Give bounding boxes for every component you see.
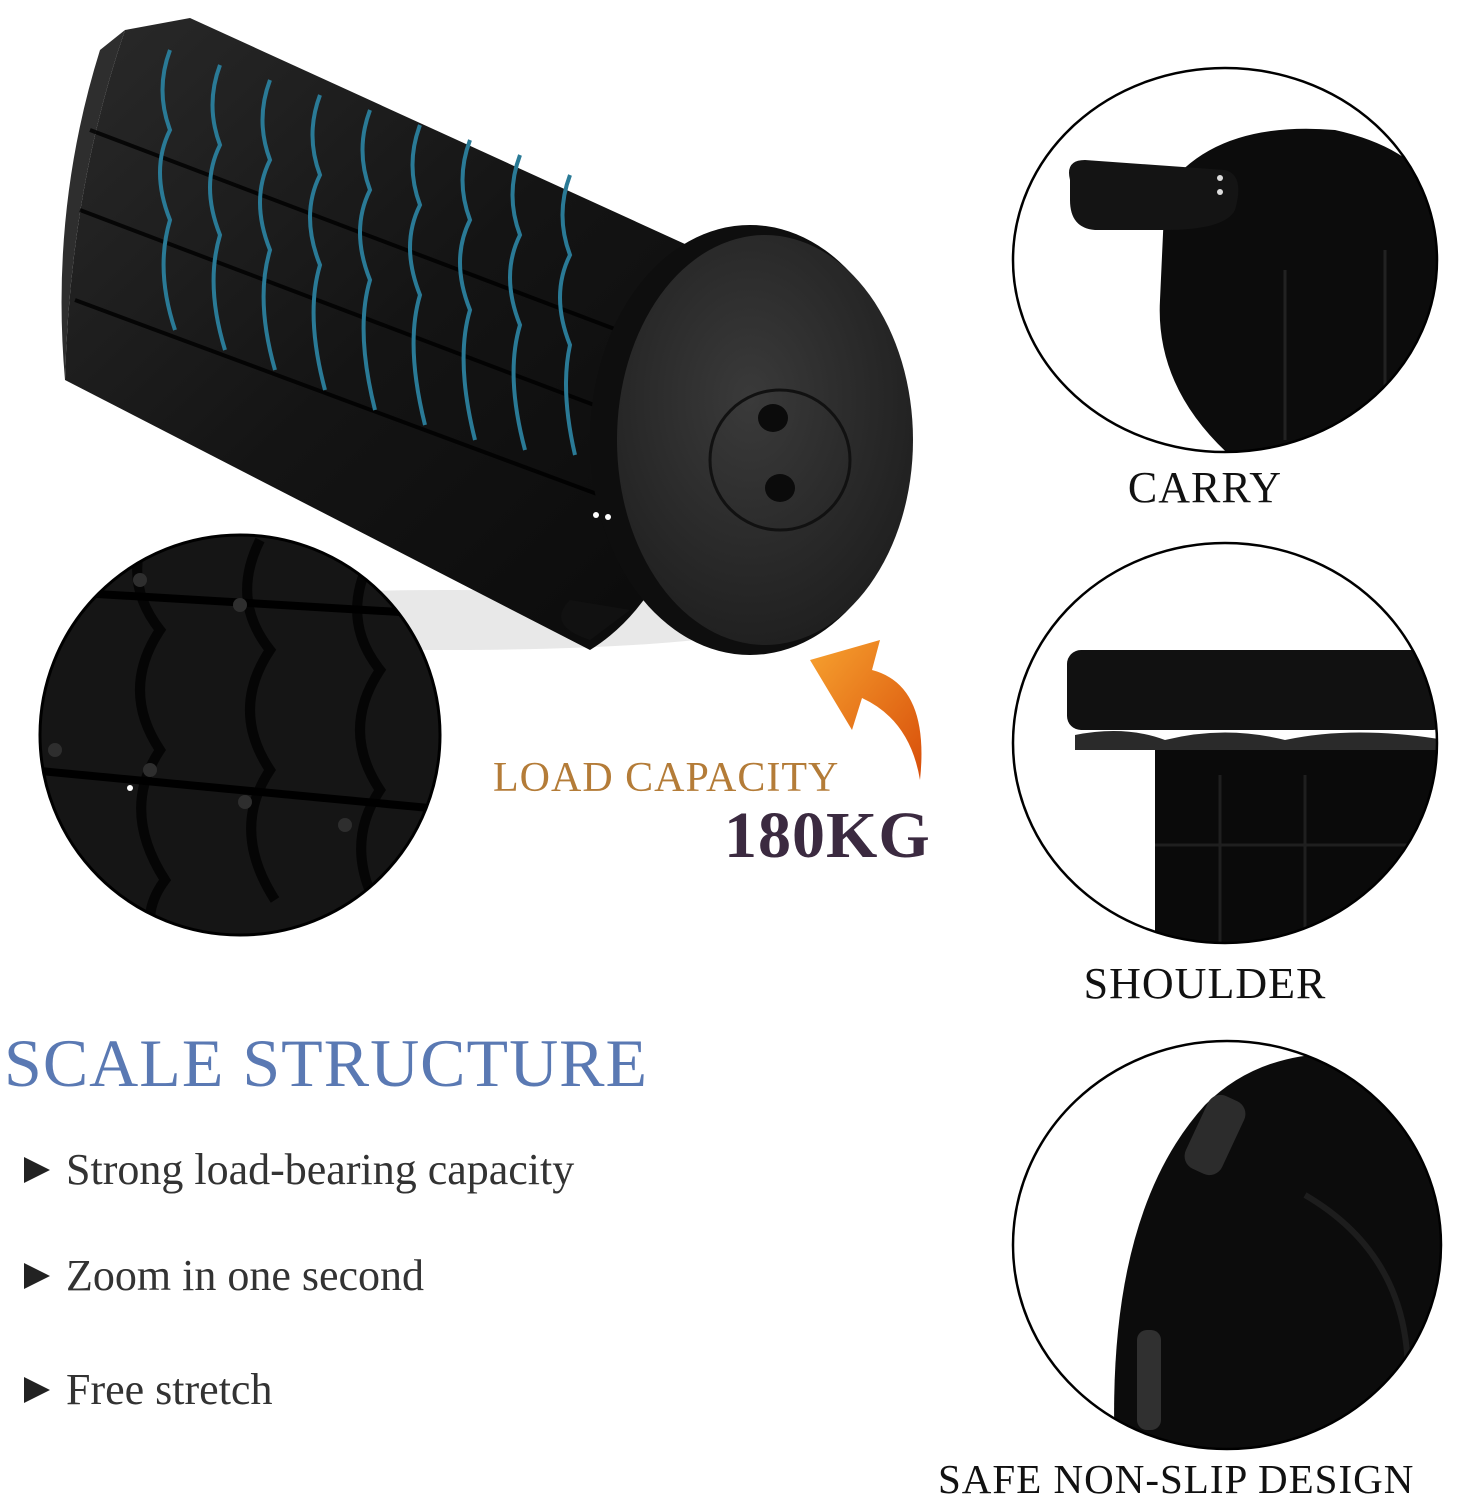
scale-detail-zoom-image [38, 533, 442, 937]
curved-arrow-icon [810, 640, 922, 780]
play-triangle-icon [24, 1156, 50, 1183]
feature-item: Zoom in one second [24, 1250, 424, 1301]
scale-structure-title: SCALE STRUCTURE [4, 1025, 649, 1101]
non-slip-detail-image [1011, 1039, 1443, 1451]
feature-text: Zoom in one second [66, 1251, 425, 1300]
non-slip-label: SAFE NON-SLIP DESIGN [938, 1456, 1415, 1502]
load-capacity-title: LOAD CAPACITY [493, 755, 840, 801]
feature-item: Free stretch [24, 1364, 272, 1415]
play-triangle-icon [24, 1262, 50, 1289]
carry-label: CARRY [1127, 463, 1283, 512]
load-capacity-value: 180KG [724, 799, 931, 872]
play-triangle-icon [24, 1376, 50, 1403]
carry-detail-image [1011, 66, 1439, 454]
feature-item: Strong load-bearing capacity [24, 1144, 574, 1195]
feature-text: Free stretch [66, 1365, 273, 1414]
shoulder-detail-image [1011, 541, 1439, 945]
shoulder-label: SHOULDER [1083, 959, 1327, 1008]
feature-text: Strong load-bearing capacity [66, 1145, 575, 1194]
stool-product-image [61, 18, 913, 655]
